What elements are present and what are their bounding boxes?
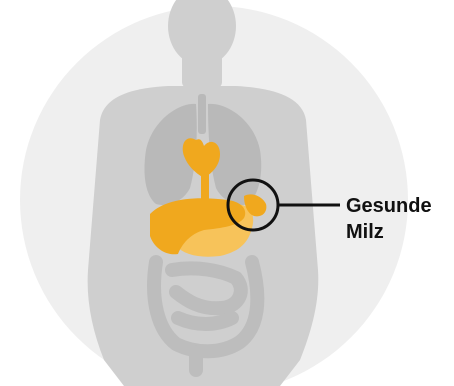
callout-label-line1: Gesunde xyxy=(346,194,432,218)
esophagus xyxy=(201,168,209,202)
callout-label-line2: Milz xyxy=(346,220,384,244)
